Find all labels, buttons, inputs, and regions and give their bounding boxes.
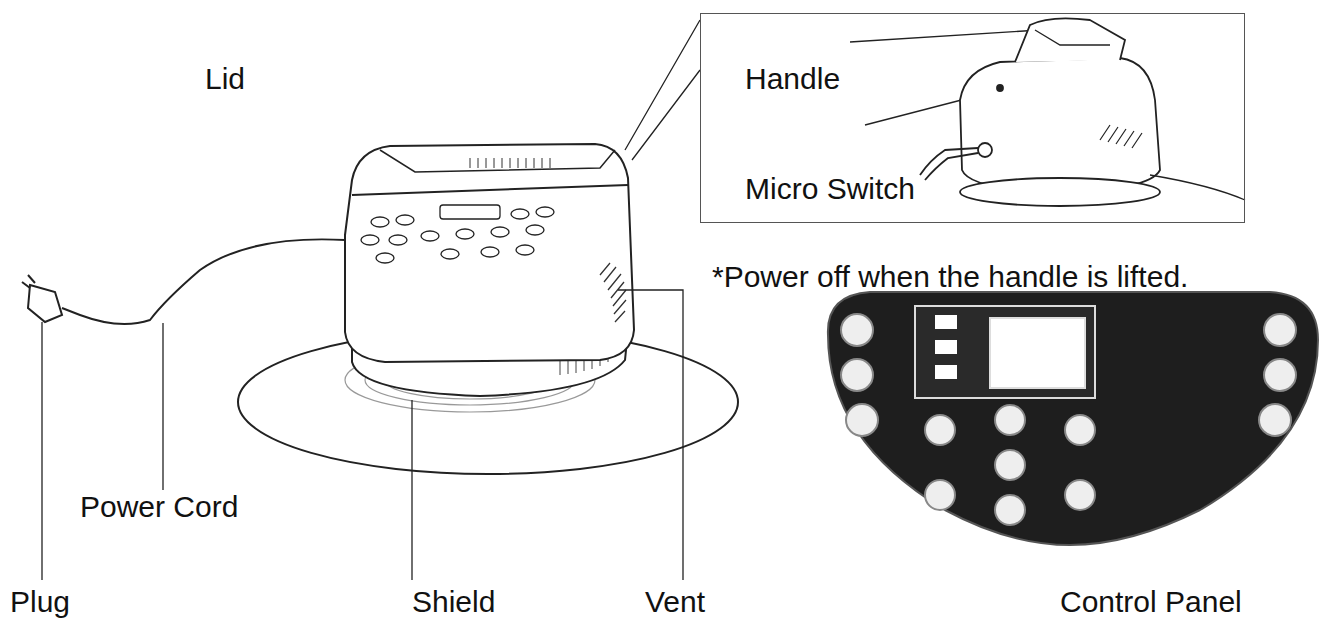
part-label: Shield (412, 585, 495, 618)
side-vent (600, 263, 626, 322)
note: *Power off when the handle is lifted. (712, 260, 1188, 293)
control-panel (828, 292, 1318, 545)
part-label: Lid (205, 62, 245, 95)
part-label: Power Cord (80, 490, 238, 523)
lid-edge (352, 185, 628, 195)
front-buttons (361, 205, 554, 263)
lid-top (380, 150, 615, 172)
inset-device (920, 18, 1245, 206)
part-label: Plug (10, 585, 70, 618)
plug (28, 285, 62, 322)
lid-grille (470, 158, 550, 168)
part-label: Control Panel (1060, 585, 1242, 618)
inset-frame: HandleMicro Switch (700, 13, 1245, 223)
body (345, 144, 634, 362)
part-label: Handle (745, 62, 840, 95)
part-label: Vent (645, 585, 705, 618)
plug-pins (22, 275, 35, 288)
power-cord (62, 239, 345, 324)
part-label: Micro Switch (745, 172, 915, 205)
